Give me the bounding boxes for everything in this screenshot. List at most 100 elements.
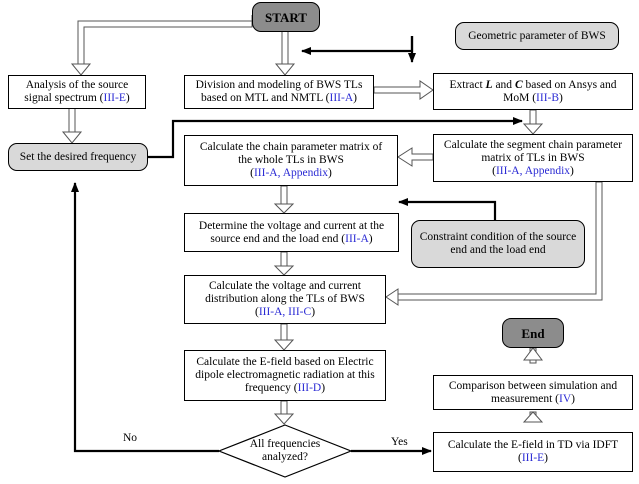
arrow-distribution-to-efield [280, 323, 288, 341]
decision-line1: All frequencies [249, 438, 321, 450]
arrow-setfreq-to-segment [148, 117, 523, 159]
comparison-line2: measurement (IV) [491, 393, 575, 406]
end-terminal: End [502, 318, 564, 348]
distribution-box: Calculate the voltage and current distri… [184, 275, 386, 324]
decision-line2: analyzed? [262, 451, 308, 463]
analysis-line2b: ) [125, 92, 130, 104]
chain-whole-line2: the whole TLs in BWS [238, 154, 344, 166]
segment-line3b: ) [570, 164, 574, 177]
chain-whole-line3a: ( [250, 167, 254, 179]
segment-line3: (III-A, Appendix) [492, 165, 574, 178]
analysis-ref: III-E [103, 92, 126, 104]
set-frequency-box: Set the desired frequency [8, 143, 148, 171]
extract-line2a: MoM ( [503, 91, 537, 104]
td-line2b: ) [544, 452, 549, 464]
arrow-segment-to-chainwhole [397, 147, 434, 167]
determine-box: Determine the voltage and current at the… [184, 213, 399, 252]
decision-text: All frequencies analyzed? [225, 438, 345, 464]
analysis-line1: Analysis of the source [25, 79, 129, 91]
analysis-box: Analysis of the source signal spectrum (… [8, 75, 146, 109]
set-frequency-label: Set the desired frequency [19, 150, 137, 163]
chain-whole-line3: (III-A, Appendix) [250, 167, 332, 180]
extract-line2: MoM (III-B) [503, 92, 563, 105]
efield-line3b: ) [321, 382, 326, 394]
extract-line1b: based on Ansys and [522, 78, 617, 91]
extract-line1: Extract L and C based on Ansys and [449, 79, 616, 92]
determine-line2b: ) [368, 232, 373, 245]
arrow-geometric-to-division [301, 36, 414, 55]
efield-line3: frequency (III-D) [245, 382, 325, 395]
td-line2: (III-E) [518, 452, 548, 465]
distribution-line2: distribution along the TLs of BWS [205, 293, 365, 305]
determine-line1: Determine the voltage and current at the [198, 219, 385, 232]
segment-line1: Calculate the segment chain parameter [443, 138, 623, 151]
efield-line3a: frequency ( [244, 382, 298, 394]
extract-l-symbol: L [485, 78, 493, 91]
arrow-chainwhole-to-determine [280, 185, 288, 205]
arrow-efield-to-decision [280, 400, 288, 415]
segment-line2: matrix of TLs in BWS [481, 151, 585, 164]
distribution-line3a: ( [254, 306, 259, 318]
division-line2b: ) [353, 92, 357, 104]
determine-ref: III-A [345, 232, 369, 245]
arrow-start-to-analysis [77, 15, 253, 65]
extract-line2b: ) [559, 91, 563, 104]
arrow-start-to-division [281, 30, 289, 65]
segment-line3a: ( [492, 164, 496, 177]
constraint-line2: end and the load end [450, 244, 546, 256]
arrow-extract-to-segment [529, 109, 537, 125]
arrow-division-to-extract [373, 80, 434, 100]
distribution-line3b: ) [311, 306, 316, 318]
arrow-no-to-setfreq [71, 182, 219, 453]
efield-line2: dipole electromagnetic radiation at this [195, 369, 375, 381]
division-line1: Division and modeling of BWS TLs [195, 79, 363, 91]
end-label: End [521, 325, 545, 341]
td-line1: Calculate the E-field in TD via IDFT [447, 439, 619, 451]
comparison-line1: Comparison between simulation and [448, 379, 618, 392]
extract-and: and [492, 78, 515, 91]
extract-c-symbol: C [514, 78, 523, 91]
distribution-line3: (III-A, III-C) [255, 306, 315, 319]
division-line2a: based on MTL and NMTL ( [201, 92, 330, 104]
comparison-ref: IV [559, 392, 572, 405]
analysis-line2: signal spectrum (III-E) [24, 92, 129, 105]
chain-whole-line1: Calculate the chain parameter matrix of [199, 141, 383, 153]
comparison-line2a: measurement ( [491, 392, 560, 405]
comparison-line2b: ) [571, 392, 575, 405]
td-idft-box: Calculate the E-field in TD via IDFT (II… [433, 432, 633, 472]
extract-box: Extract L and C based on Ansys and MoM (… [433, 73, 633, 110]
chain-whole-line3b: ) [328, 167, 332, 179]
efield-box: Calculate the E-field based on Electric … [184, 350, 386, 401]
determine-line2a: source end and the load end ( [210, 232, 346, 245]
decision-diamond [217, 424, 353, 478]
constraint-box: Constraint condition of the source end a… [411, 220, 585, 268]
comparison-box: Comparison between simulation and measur… [433, 375, 633, 410]
geometric-label: Geometric parameter of BWS [468, 29, 606, 42]
analysis-line2a: signal spectrum ( [24, 92, 104, 104]
constraint-line1: Constraint condition of the source [419, 231, 577, 243]
td-line2a: ( [517, 452, 522, 464]
division-ref: III-A [329, 92, 354, 104]
division-box: Division and modeling of BWS TLs based o… [184, 75, 374, 109]
arrow-analysis-to-setfreq [68, 107, 76, 133]
distribution-ref: III-A, III-C [258, 306, 312, 318]
arrow-determine-to-distribution [280, 251, 288, 267]
chain-whole-ref: III-A, Appendix [253, 167, 329, 179]
determine-line2: source end and the load end (III-A) [210, 233, 372, 246]
yes-label: Yes [391, 436, 408, 448]
start-terminal: START [252, 2, 320, 32]
segment-ref: III-A, Appendix [495, 164, 571, 177]
distribution-line1: Calculate the voltage and current [209, 280, 361, 292]
extract-line1a: Extract [449, 78, 486, 91]
start-label: START [265, 9, 307, 25]
geometric-parameter-box: Geometric parameter of BWS [455, 22, 619, 50]
chain-whole-box: Calculate the chain parameter matrix of … [184, 135, 398, 186]
segment-box: Calculate the segment chain parameter ma… [433, 134, 633, 182]
division-line2: based on MTL and NMTL (III-A) [201, 92, 357, 105]
efield-ref: III-D [297, 382, 322, 394]
no-label: No [123, 432, 138, 444]
efield-line1: Calculate the E-field based on Electric [196, 356, 374, 368]
td-ref: III-E [521, 452, 545, 464]
